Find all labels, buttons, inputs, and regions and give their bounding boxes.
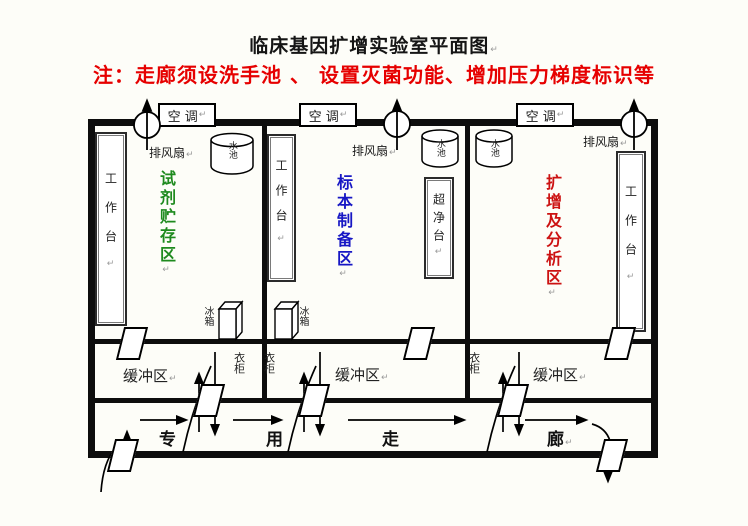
zone-label-amplification-analysis: 扩增及分析区↵ <box>543 174 562 301</box>
fridge-icon-room1 <box>217 300 244 341</box>
return-mark: ↵ <box>625 271 636 299</box>
wall-bottom <box>88 451 658 458</box>
note-text: 注：走廊须设洗手池 、 设置灭菌功能、增加压力梯度标识等 <box>93 63 655 87</box>
exhaust-fan-icon-1 <box>133 98 161 150</box>
wall-top <box>88 119 658 126</box>
wall-left <box>88 119 95 458</box>
return-mark: ↵ <box>381 373 389 383</box>
sink-icon-room3 <box>475 129 513 168</box>
return-mark: ↵ <box>490 45 499 55</box>
worktable-room2: 工作台↵ <box>267 134 296 282</box>
return-mark: ↵ <box>198 110 207 120</box>
return-mark: ↵ <box>105 259 116 286</box>
buffer-label-3: 缓冲区↵ <box>533 366 587 384</box>
sink-label-room1: 水池 <box>226 141 237 159</box>
zone-label-reagent-storage: 试剂贮存区↵ <box>157 170 176 278</box>
corridor-char-4: 廊↵ <box>547 430 573 450</box>
sink-icon-room1 <box>210 132 254 175</box>
corridor-flow-arrows <box>140 414 611 442</box>
wall-buffer-corridor <box>88 398 658 403</box>
return-mark: ↵ <box>389 148 397 158</box>
return-mark: ↵ <box>556 110 565 120</box>
wall-room2-room3 <box>465 119 470 403</box>
return-mark: ↵ <box>339 110 348 120</box>
exhaust-fan-icon-3 <box>620 98 648 150</box>
corridor-char-3: 走 <box>382 430 399 450</box>
wall-rooms-buffer <box>88 339 658 344</box>
wardrobe-label-3: 衣柜 <box>467 352 481 374</box>
fridge-icon-room2 <box>273 300 300 341</box>
wardrobe-label-1: 衣柜 <box>232 352 246 374</box>
buffer-label-2: 缓冲区↵ <box>335 366 389 384</box>
clean-bench-room2: 超净台↵ <box>424 177 454 279</box>
corridor-char-1: 专 <box>159 430 176 450</box>
return-mark: ↵ <box>579 373 587 383</box>
wall-room1-room2 <box>262 119 267 403</box>
fan-label-room2: 排风扇↵ <box>352 144 397 158</box>
return-mark: ↵ <box>276 234 286 257</box>
clean-bench-label: 超净台↵ <box>431 193 446 263</box>
fan-label-room3: 排风扇↵ <box>583 135 628 149</box>
return-mark: ↵ <box>433 247 444 263</box>
return-mark: ↵ <box>186 150 194 160</box>
corridor-char-2: 用 <box>266 430 283 450</box>
ac-unit-1: 空 调↵ <box>158 103 216 127</box>
wardrobe-label-2: 衣柜 <box>262 352 276 374</box>
sink-icon-room2 <box>421 129 459 168</box>
ac-unit-2: 空 调↵ <box>299 103 357 127</box>
worktable-room2-label: 工作台↵ <box>274 159 288 257</box>
fridge-label-room2: 冰箱 <box>297 306 308 326</box>
fan-label-room1: 排风扇↵ <box>149 146 194 160</box>
fridge-label-room1: 冰箱 <box>202 306 213 326</box>
return-mark: ↵ <box>547 288 557 301</box>
return-mark: ↵ <box>338 269 348 282</box>
worktable-room1-label: 工作台↵ <box>103 172 118 286</box>
worktable-room3-label: 工作台↵ <box>623 184 638 299</box>
return-mark: ↵ <box>169 374 177 384</box>
wall-right <box>651 119 658 458</box>
buffer-label-1: 缓冲区↵ <box>123 367 177 385</box>
return-mark: ↵ <box>620 139 628 149</box>
worktable-room1: 工作台↵ <box>95 132 127 326</box>
page-title: 临床基因扩增实验室平面图↵ <box>249 35 499 57</box>
exhaust-fan-icon-2 <box>383 98 411 150</box>
ac-unit-3: 空 调↵ <box>516 103 574 127</box>
sink-label-room3: 水池 <box>488 139 499 157</box>
return-mark: ↵ <box>161 265 171 278</box>
zone-label-specimen-prep: 标本制备区↵ <box>334 174 353 282</box>
sink-label-room2: 水池 <box>434 139 445 157</box>
return-mark: ↵ <box>565 438 573 448</box>
